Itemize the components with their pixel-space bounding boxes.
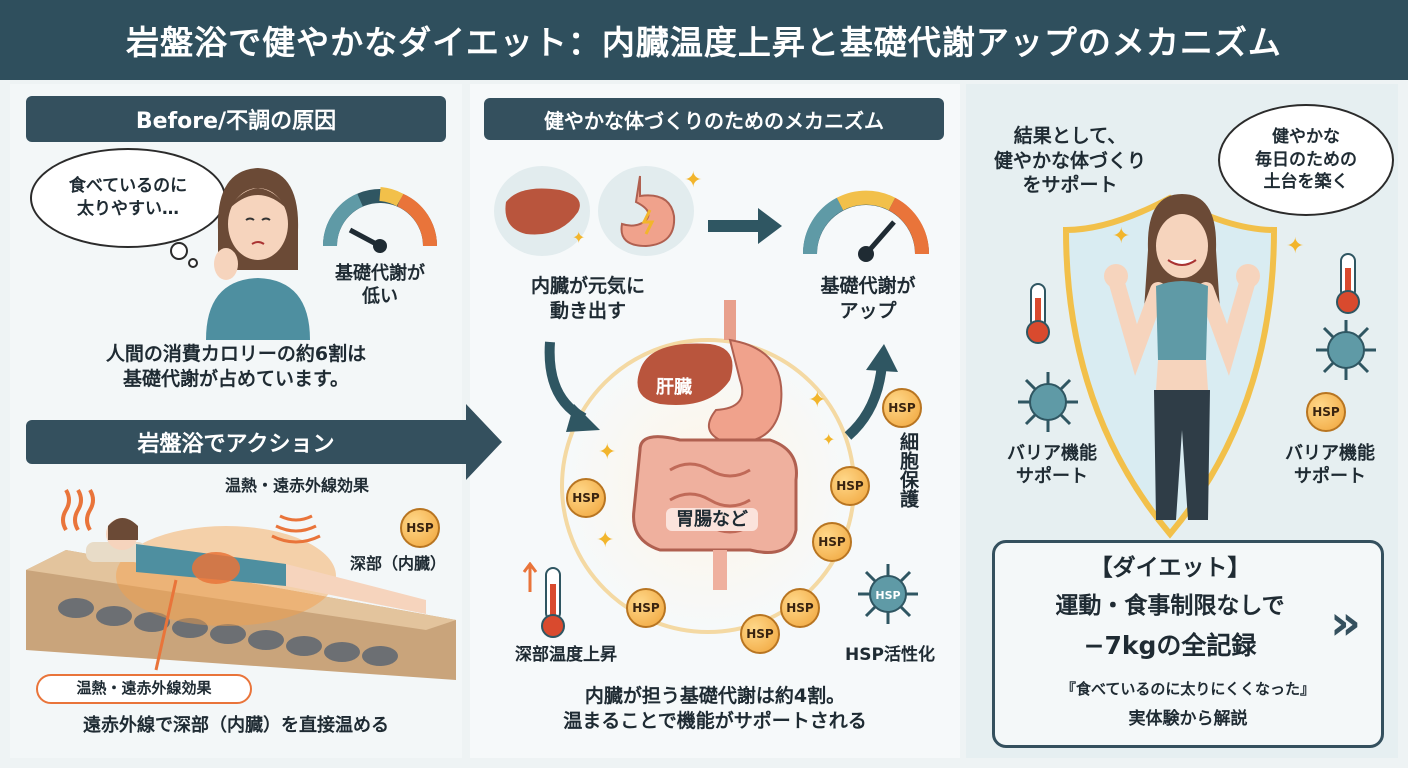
page-title: 岩盤浴で健やかなダイエット：内臓温度上昇と基礎代謝アップのメカニズム (0, 0, 1408, 80)
digestive-organs-icon (632, 300, 798, 590)
chevron-right-icon[interactable]: » (1330, 595, 1362, 651)
liver-icon (505, 188, 580, 235)
speech-bubble: 健やかな 毎日のための 土台を築く (1218, 104, 1394, 216)
arrow-right-icon (708, 208, 782, 244)
low-metabolism-label: 基礎代謝が 低い (335, 263, 425, 308)
sparkle-icon: ✦ (684, 168, 703, 193)
thermometer-icon (1026, 283, 1050, 344)
thought-dot-icon (170, 242, 188, 260)
hsp-badge: HSP (882, 388, 922, 428)
cta-subtitle: 実体験から解説 (1128, 709, 1248, 729)
sparkle-icon: ✦ (808, 388, 827, 413)
hsp-badge: HSP (626, 588, 666, 628)
deep-temp-label: 深部温度上昇 (515, 645, 617, 665)
thought-dot-small-icon (188, 258, 198, 268)
left-bottom-text: 遠赤外線で深部（内臓）を直接温める (83, 715, 389, 736)
svg-text:HSP: HSP (875, 589, 900, 602)
mechanism-title: 健やかな体づくりのためのメカニズム (484, 98, 944, 140)
cta-line2: −7kgの全記録 (1083, 631, 1257, 660)
middle-bottom-text: 内臓が担う基礎代謝は約4割。 温まることで機能がサポートされる (563, 685, 867, 732)
arrow-right-icon (446, 404, 502, 480)
cta-quote: 『食べているのに太りにくくなった』 (1060, 680, 1316, 698)
metabolism-up-label: 基礎代謝が アップ (820, 275, 916, 322)
intestine-label: 胃腸など (666, 508, 758, 532)
organs-active-label: 内臓が元気に 動き出す (530, 275, 645, 322)
virus-icon (1316, 320, 1376, 380)
thermometer-icon (1336, 253, 1360, 314)
sparkle-icon: ✦ (572, 228, 586, 247)
virus-icon (1018, 372, 1078, 432)
diet-record-card[interactable] (992, 540, 1384, 748)
result-text: 結果として、 健やかな体づくり をサポート (993, 125, 1146, 197)
cta-title: 【ダイエット】 (1089, 555, 1251, 581)
cell-protection-label: 細胞保護 (897, 432, 919, 508)
action-title: 岩盤浴でアクション (26, 420, 446, 464)
deep-organ-label: 深部（内臓） (349, 554, 446, 573)
healthy-woman-icon (1104, 194, 1260, 520)
sparkle-icon: ✦ (1286, 234, 1305, 259)
heat-effect-label-bottom: 温熱・遠赤外線効果 (36, 674, 252, 704)
calorie-text: 人間の消費カロリーの約6割は 基礎代謝が占めています。 (105, 343, 367, 390)
sparkle-icon: ✦ (822, 430, 836, 449)
sparkle-icon: ✦ (598, 440, 617, 465)
cta-line1: 運動・食事制限なしで (1055, 593, 1285, 619)
sparkle-icon: ✦ (1112, 224, 1131, 249)
bedrock-bath-illustration (26, 488, 456, 680)
hsp-badge: HSP (566, 478, 606, 518)
hsp-activation-label: HSP活性化 (845, 645, 935, 665)
liver-label: 肝臓 (656, 377, 692, 398)
barrier-label-left: バリア機能 サポート (1007, 443, 1097, 488)
stomach-icon (620, 175, 676, 248)
high-metabolism-gauge-icon (802, 190, 930, 262)
low-metabolism-gauge-icon (322, 187, 438, 253)
heat-effect-label-top: 温熱・遠赤外線効果 (224, 476, 369, 495)
barrier-label-right: バリア機能 サポート (1285, 443, 1375, 488)
hsp-badge: HSP (812, 522, 852, 562)
hsp-badge: HSP (830, 466, 870, 506)
hsp-badge: HSP (740, 614, 780, 654)
hsp-badge: HSP (1306, 392, 1346, 432)
curved-arrow-down-icon (544, 341, 600, 432)
curved-arrow-up-icon (844, 344, 898, 440)
thermometer-icon (522, 562, 565, 638)
hsp-badge: HSP (400, 508, 440, 548)
worried-woman-icon (206, 168, 310, 340)
hsp-badge: HSP (780, 588, 820, 628)
sparkle-icon: ✦ (596, 528, 615, 553)
before-title: Before/不調の原因 (26, 96, 446, 142)
hsp-activation-icon: HSP (858, 564, 918, 624)
